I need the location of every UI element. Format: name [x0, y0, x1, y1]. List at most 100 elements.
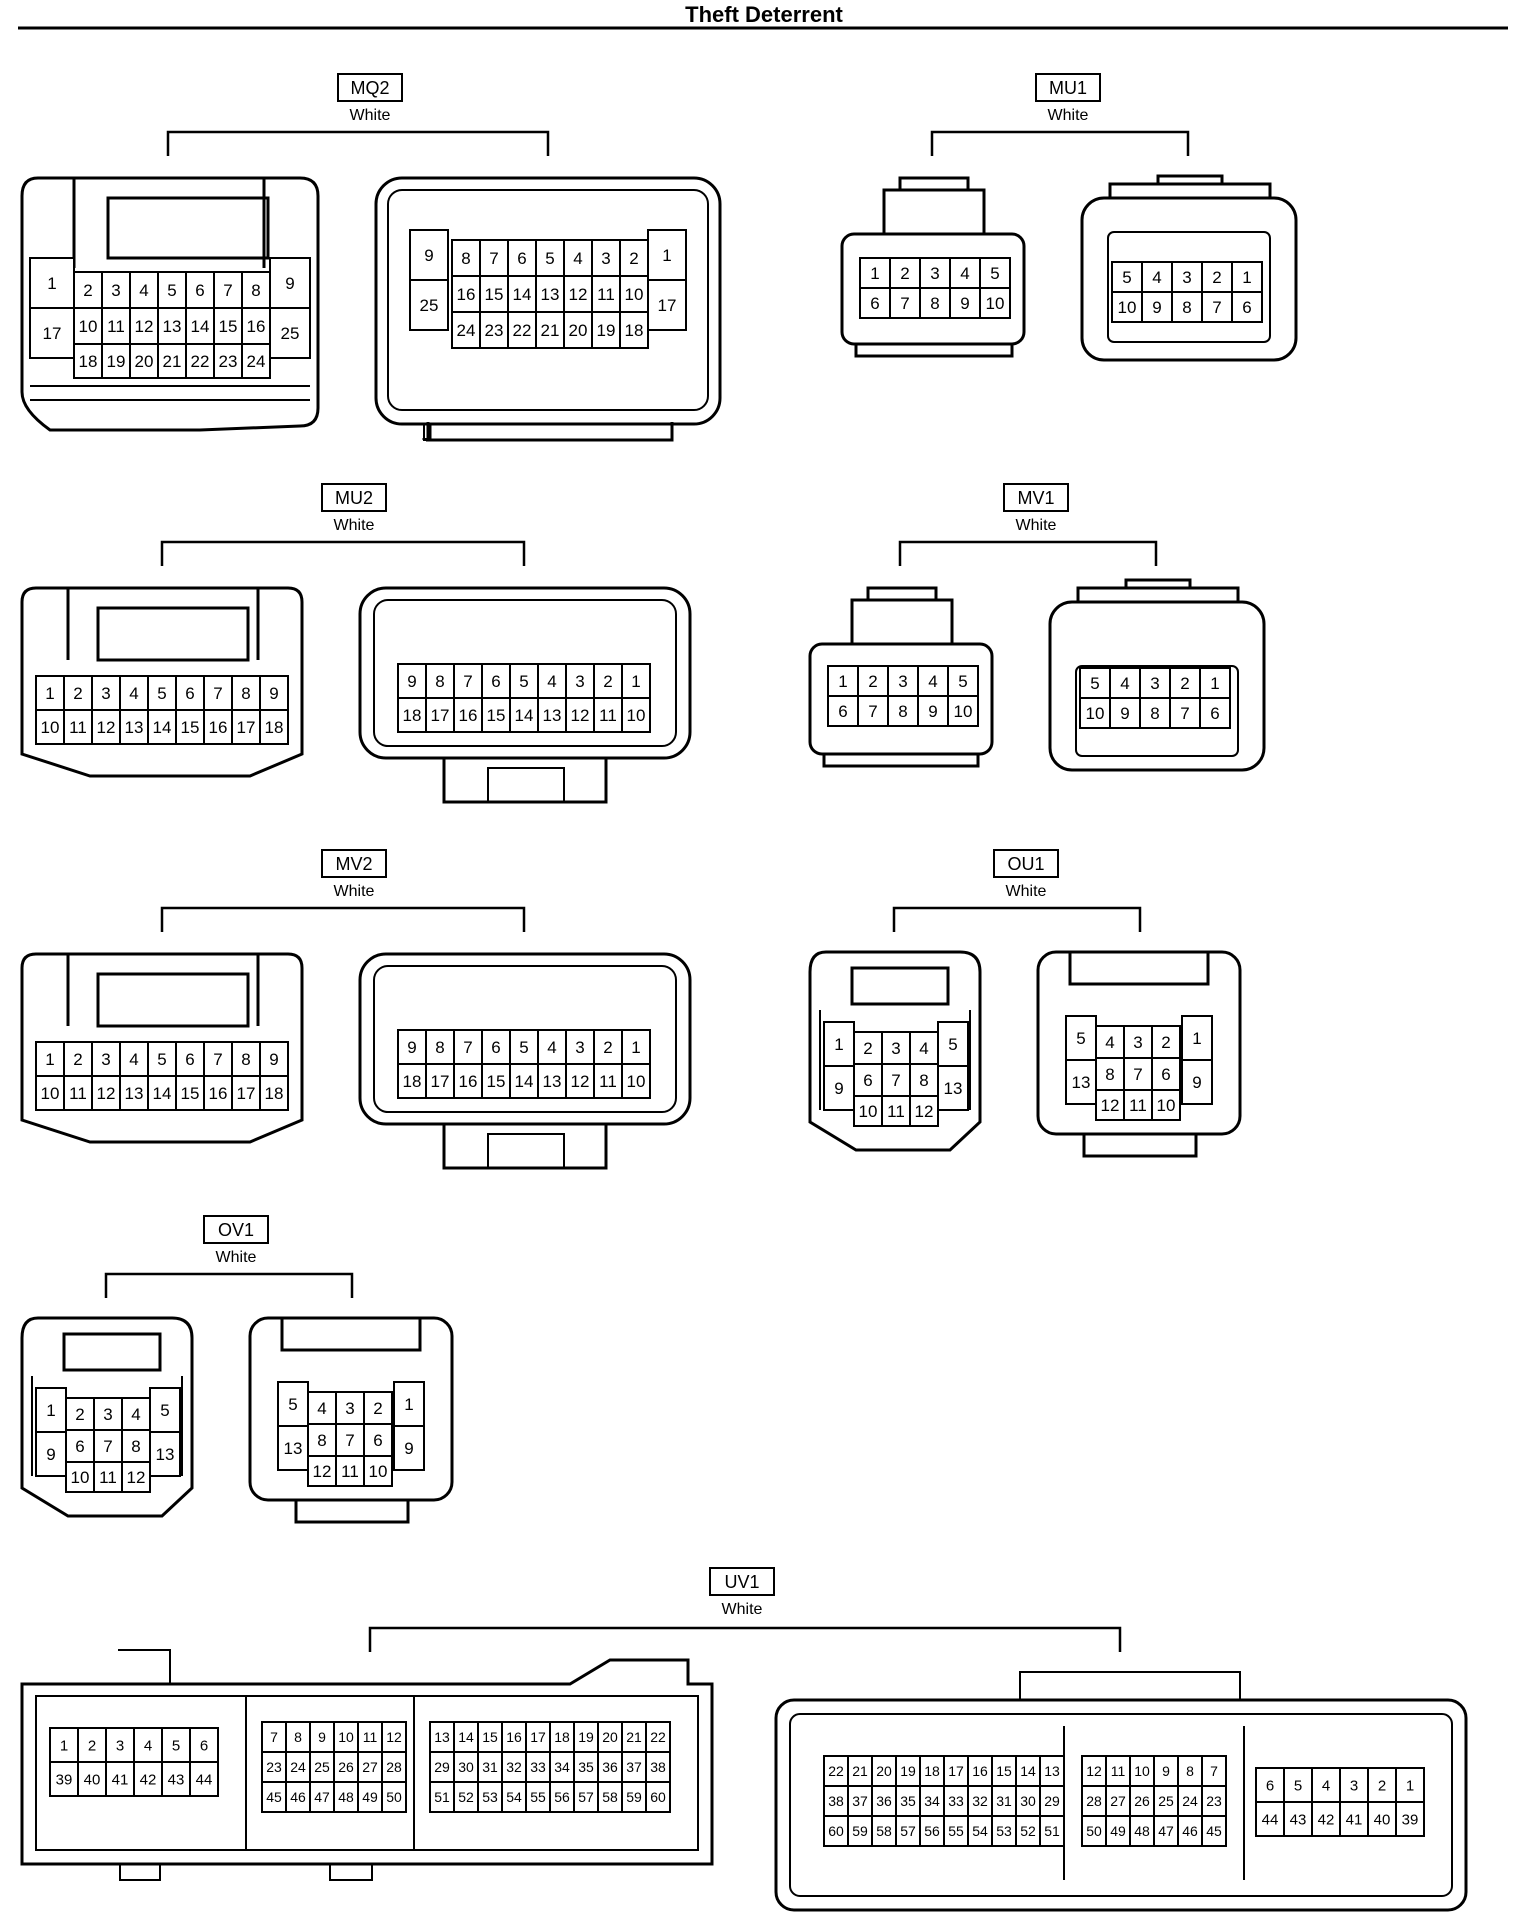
- pin-cell: 42: [1311, 1801, 1341, 1837]
- pin-cell: 10: [1151, 1089, 1181, 1121]
- pin-cell: 3: [105, 1727, 135, 1763]
- pin-cell: 2: [889, 257, 921, 289]
- pin-cell: 45: [261, 1781, 287, 1813]
- pin-cell: 13: [537, 1063, 567, 1099]
- pin-number: 1: [45, 684, 54, 703]
- pin-number: 5: [519, 672, 528, 691]
- pin-number: 14: [515, 1072, 534, 1091]
- pin-cell: 12: [91, 1075, 121, 1111]
- pin-number: 42: [1318, 1811, 1335, 1828]
- bracket: [160, 540, 526, 566]
- connector-uv1-left-housing: [20, 1649, 714, 1881]
- pin-number: 3: [1133, 1033, 1142, 1052]
- pin-cell: 10: [363, 1455, 393, 1487]
- pin-cell: 4: [1095, 1025, 1125, 1059]
- pin-cell: 1: [647, 229, 687, 281]
- pin-number: 2: [603, 1038, 612, 1057]
- pin-number: 10: [1157, 1096, 1176, 1115]
- pin-number: 35: [900, 1793, 916, 1809]
- pin-number: 4: [129, 1050, 138, 1069]
- connector-ov1-left-housing: [20, 1316, 194, 1518]
- pin-cell: 7: [1169, 697, 1201, 729]
- pin-cell: 11: [593, 697, 623, 733]
- pin-cell: 1: [859, 257, 891, 289]
- pin-cell: 3: [101, 271, 131, 309]
- pin-cell: 2: [857, 665, 889, 697]
- pin-cell: 39: [49, 1761, 79, 1797]
- pin-number: 6: [1242, 298, 1251, 317]
- pin-cell: 46: [285, 1781, 311, 1813]
- pin-cell: 6: [1199, 697, 1231, 729]
- pin-number: 11: [107, 317, 125, 336]
- pin-cell: 3: [881, 1031, 911, 1065]
- pin-number: 20: [569, 321, 588, 340]
- pin-number: 2: [88, 1737, 96, 1754]
- pin-number: 10: [41, 718, 60, 737]
- pin-number: 7: [868, 702, 877, 721]
- pin-number: 6: [517, 249, 526, 268]
- pin-cell: 12: [129, 307, 159, 345]
- pin-number: 5: [1294, 1777, 1302, 1794]
- pin-cell: 36: [597, 1751, 623, 1783]
- connector-ov1-right-housing: [248, 1316, 454, 1524]
- pin-number: 39: [56, 1771, 73, 1788]
- pin-cell: 2: [593, 1029, 623, 1065]
- pin-cell: 6: [175, 675, 205, 711]
- bracket: [898, 540, 1158, 566]
- pin-number: 26: [338, 1759, 354, 1775]
- connector-color: White: [722, 1601, 763, 1618]
- pin-cell: 51: [429, 1781, 455, 1813]
- pin-number: 23: [1206, 1793, 1222, 1809]
- pin-number: 22: [828, 1763, 844, 1779]
- pin-cell: 2: [63, 675, 93, 711]
- pin-cell: 53: [991, 1815, 1017, 1847]
- pin-number: 8: [930, 294, 939, 313]
- pin-cell: 8: [887, 695, 919, 727]
- pin-cell: 10: [333, 1721, 359, 1753]
- pin-cell: 2: [1201, 261, 1233, 293]
- pin-number: 10: [79, 317, 98, 336]
- pin-number: 9: [46, 1445, 55, 1464]
- pin-number: 10: [625, 285, 644, 304]
- pin-number: 55: [948, 1823, 964, 1839]
- pin-cell: 12: [565, 1063, 595, 1099]
- pin-number: 11: [597, 285, 615, 304]
- pin-number: 8: [919, 1071, 928, 1090]
- pin-number: 17: [431, 706, 450, 725]
- pin-cell: 5: [157, 271, 187, 309]
- pin-number: 18: [554, 1729, 570, 1745]
- pin-cell: 15: [175, 1075, 205, 1111]
- pin-cell: 3: [91, 1041, 121, 1077]
- pin-cell: 27: [1105, 1785, 1131, 1817]
- pin-number: 15: [487, 1072, 506, 1091]
- pin-cell: 50: [381, 1781, 407, 1813]
- pin-cell: 11: [357, 1721, 383, 1753]
- pin-cell: 44: [189, 1761, 219, 1797]
- pin-cell: 38: [645, 1751, 671, 1783]
- pin-number: 7: [489, 249, 498, 268]
- pin-cell: 9: [269, 257, 311, 309]
- pin-number: 24: [290, 1759, 306, 1775]
- pin-cell: 56: [919, 1815, 945, 1847]
- pin-cell: 4: [909, 1031, 939, 1065]
- pin-number: 49: [1110, 1823, 1126, 1839]
- pin-number: 1: [631, 1038, 640, 1057]
- pin-number: 7: [1133, 1065, 1142, 1084]
- pin-cell: 5: [277, 1381, 309, 1427]
- pin-number: 45: [266, 1789, 282, 1805]
- pin-number: 14: [458, 1729, 474, 1745]
- pin-number: 8: [241, 684, 250, 703]
- pin-number: 4: [129, 684, 138, 703]
- pin-number: 2: [629, 249, 638, 268]
- pin-cell: 4: [133, 1727, 163, 1763]
- pin-number: 6: [863, 1071, 872, 1090]
- pin-cell: 5: [161, 1727, 191, 1763]
- pin-cell: 6: [1231, 291, 1263, 323]
- pin-cell: 2: [1169, 667, 1201, 699]
- pin-number: 12: [313, 1462, 332, 1481]
- pin-number: 4: [919, 1039, 928, 1058]
- pin-number: 50: [386, 1789, 402, 1805]
- pin-cell: 14: [185, 307, 215, 345]
- pin-cell: 6: [853, 1063, 883, 1097]
- pin-cell: 21: [535, 311, 565, 349]
